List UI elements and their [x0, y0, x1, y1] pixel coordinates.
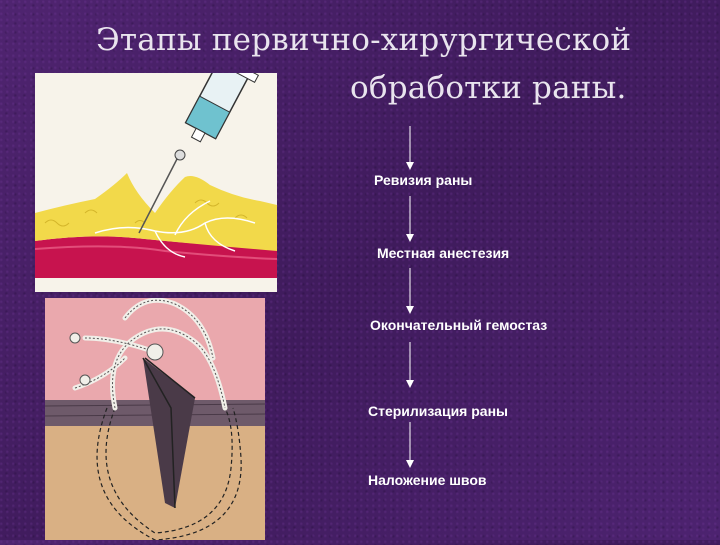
- arrow-down-icon: [406, 268, 414, 314]
- page-title-line-2: обработки раны.: [350, 70, 627, 106]
- arrow-down-icon: [406, 126, 414, 170]
- arrow-down-icon: [406, 342, 414, 388]
- step-label-revision: Ревизия раны: [374, 172, 473, 188]
- step-label-suturing: Наложение швов: [368, 472, 487, 488]
- step-label-hemostasis: Окончательный гемостаз: [370, 317, 548, 333]
- wound-suture-icon: [44, 297, 266, 541]
- step-label-sterilization: Стерилизация раны: [368, 403, 508, 419]
- syringe-injection-icon: [34, 41, 278, 292]
- steps-flow: Ревизия раны Местная анестезия Окончател…: [360, 120, 620, 510]
- arrow-down-icon: [406, 422, 414, 468]
- arrow-down-icon: [406, 196, 414, 242]
- step-label-anesthesia: Местная анестезия: [377, 245, 510, 261]
- page-title-line-1: Этапы первично-хирургической: [96, 22, 632, 58]
